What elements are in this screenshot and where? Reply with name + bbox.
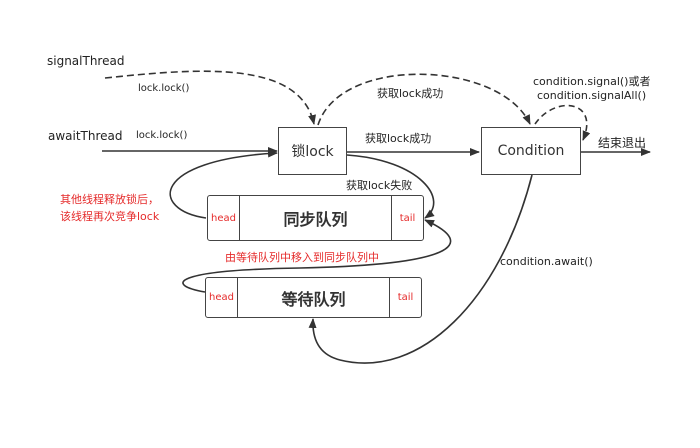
lock-node-label: 锁lock — [291, 144, 334, 160]
await-thread-label: awaitThread — [48, 129, 123, 143]
condition-node: Condition — [481, 127, 581, 175]
await-arrow — [308, 174, 533, 364]
wait-queue-name: 等待队列 — [281, 289, 346, 309]
condition-node-label: Condition — [497, 143, 565, 159]
sync-queue: head 同步队列 tail — [207, 195, 424, 241]
signal-acquire-label: 获取lock成功 — [377, 87, 444, 100]
sync-queue-head: head — [208, 196, 240, 240]
recompete-label-1: 其他线程释放锁后， — [60, 193, 159, 206]
wait-queue: head 等待队列 tail — [205, 277, 422, 318]
acquire-fail-arrow — [346, 154, 435, 219]
exit-label: 结束退出 — [598, 136, 647, 150]
move-to-sync-arrow — [182, 219, 452, 293]
signal-thread-label: signalThread — [47, 54, 125, 68]
signal-call-label-1: condition.signal()或者 — [533, 75, 651, 88]
await-acquire-label: 获取lock成功 — [365, 132, 432, 145]
signal-self-loop — [534, 104, 591, 141]
acquire-fail-label: 获取lock失败 — [346, 179, 413, 192]
signal-acquire-arrow — [317, 73, 531, 126]
await-lock-call-label: lock.lock() — [136, 130, 188, 141]
lock-node: 锁lock — [278, 127, 347, 175]
await-call-label: condition.await() — [500, 255, 593, 268]
wait-queue-tail: tail — [389, 278, 421, 317]
recompete-arrow — [169, 149, 278, 219]
move-to-sync-label: 由等待队列中移入到同步队列中 — [225, 251, 379, 264]
signal-call-label-2: condition.signalAll() — [537, 89, 647, 102]
signal-lock-call-label: lock.lock() — [138, 83, 190, 94]
signal-thread-arrow — [104, 70, 316, 125]
wait-queue-head: head — [206, 278, 238, 317]
sync-queue-tail: tail — [391, 196, 423, 240]
recompete-label-2: 该线程再次竞争lock — [60, 210, 160, 223]
sync-queue-name: 同步队列 — [283, 210, 348, 229]
